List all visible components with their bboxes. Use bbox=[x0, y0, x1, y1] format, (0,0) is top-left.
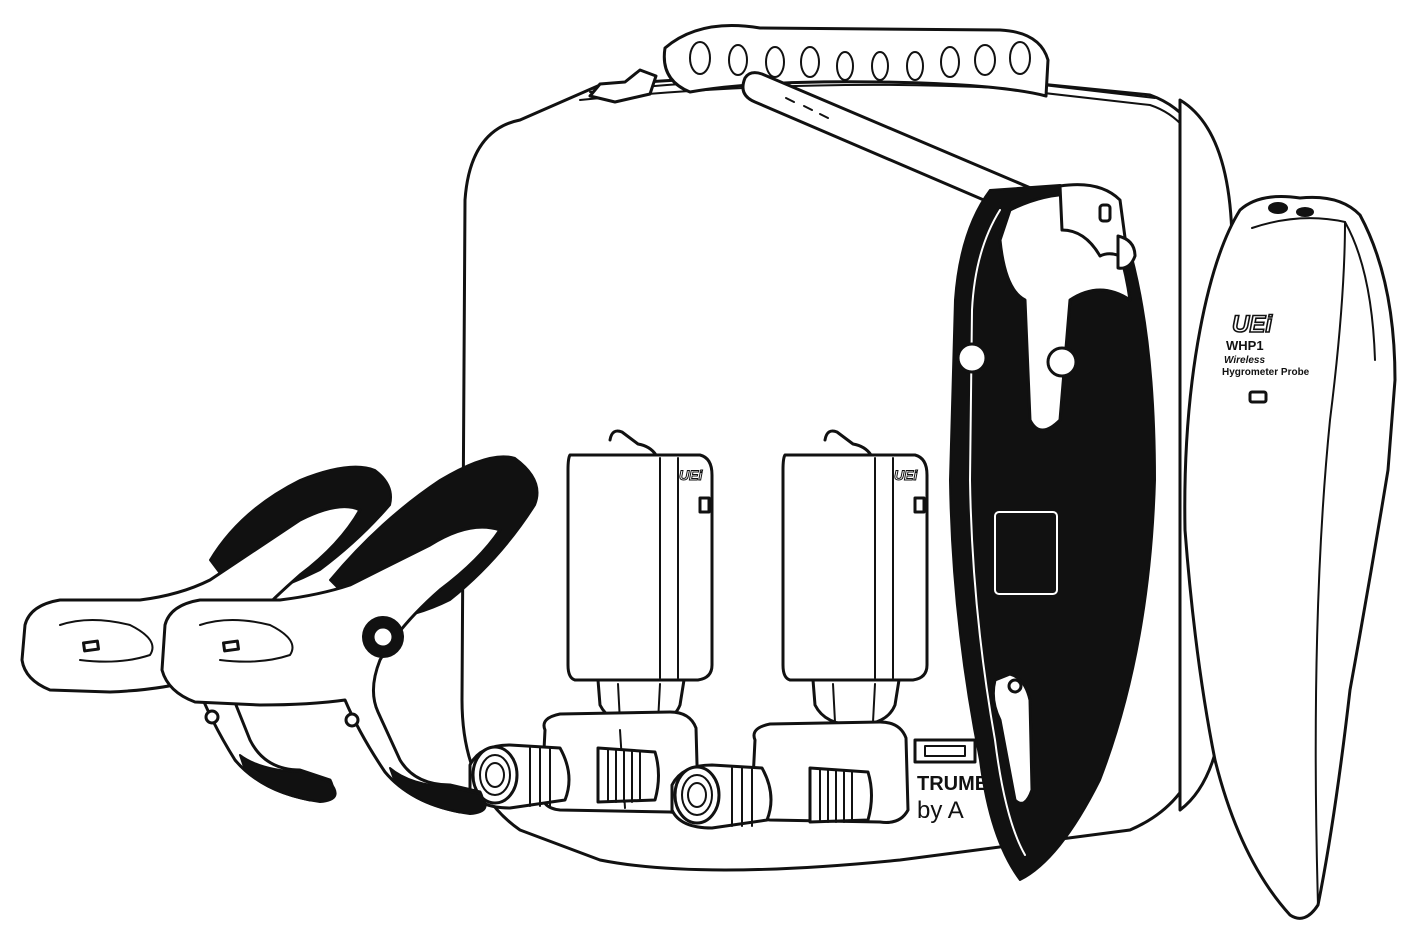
probe-brand: UEi bbox=[1232, 311, 1273, 338]
case-logo: TRUME by A bbox=[913, 738, 988, 824]
probe-model: WHP1 bbox=[1226, 338, 1264, 353]
pressure-probe-right: UEi bbox=[670, 429, 929, 830]
svg-text:UEi: UEi bbox=[679, 467, 703, 483]
probe-indicator-light bbox=[1248, 390, 1268, 404]
zipper-pull bbox=[588, 68, 658, 104]
case-print-text-2: by A bbox=[917, 797, 964, 824]
spring-clamp-front bbox=[160, 455, 539, 815]
svg-text:UEi: UEi bbox=[894, 467, 918, 483]
case-print-text-1: TRUME bbox=[917, 773, 988, 795]
probe-line-2: Hygrometer Probe bbox=[1222, 367, 1310, 378]
probe-line-1: Wireless bbox=[1224, 355, 1265, 366]
pressure-probe-left: UEi bbox=[468, 429, 714, 814]
clamp-meter bbox=[949, 183, 1156, 881]
hygrometer-probe: UEi WHP1 Wireless Hygrometer Probe bbox=[1183, 195, 1397, 920]
